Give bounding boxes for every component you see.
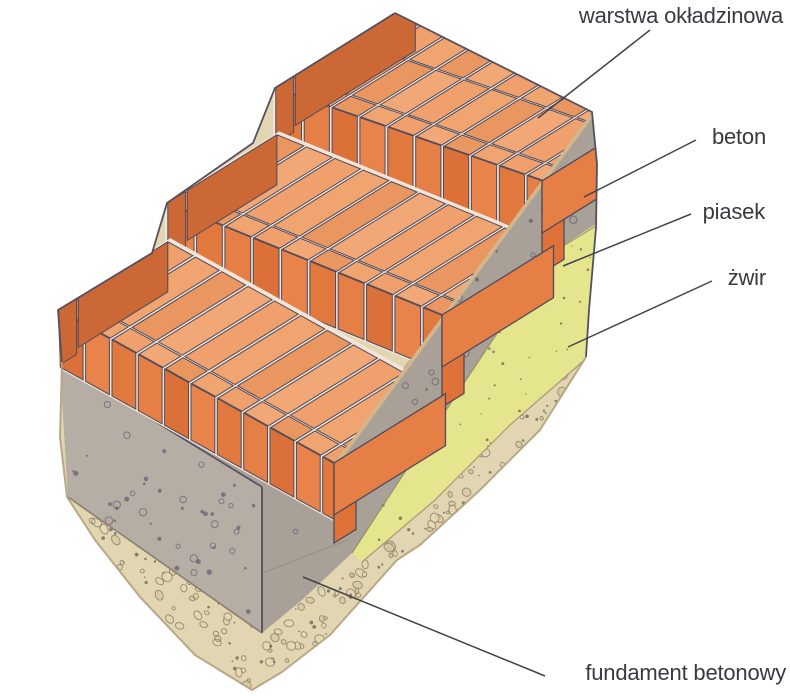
leader-concrete-foundation: [302, 576, 546, 677]
label-concrete: beton: [711, 124, 766, 149]
label-concrete-foundation: fundament betonowy: [585, 660, 786, 685]
label-facing-layer: warstwa okładzinowa: [578, 3, 783, 28]
leader-lines: [302, 29, 713, 677]
tread-section: [441, 244, 555, 369]
tread-section: [333, 392, 447, 517]
tread-section: [541, 87, 597, 235]
leader-concrete: [583, 139, 697, 198]
sand-dots: [377, 245, 595, 542]
leader-gravel: [567, 280, 713, 348]
label-gravel: żwir: [727, 265, 767, 290]
leader-sand: [562, 213, 692, 267]
brick-cut-sections: [332, 87, 597, 545]
silhouette-outline: [57, 12, 598, 691]
brick-steps: [58, 13, 592, 528]
label-sand: piasek: [702, 199, 766, 224]
leader-facing-layer: [537, 29, 651, 119]
concrete-front-face: [60, 363, 262, 633]
